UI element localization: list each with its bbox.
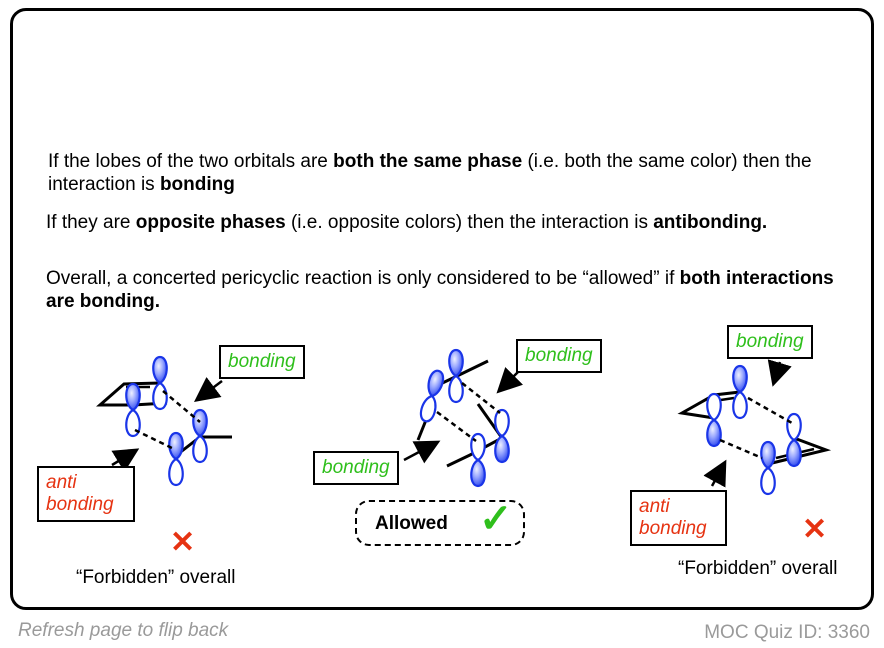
orbital-lobe-filled: [168, 431, 184, 461]
orbital-lobe-filled: [706, 418, 722, 448]
antibonding-interaction-line: [134, 428, 175, 451]
allowed-verdict: Allowed ✓: [355, 497, 525, 546]
bonding-interaction-line: [747, 396, 793, 425]
orbital-lobe-filled: [192, 408, 208, 438]
refresh-hint[interactable]: Refresh page to flip back: [18, 620, 229, 641]
arrow: [767, 359, 792, 387]
orbital-lobe-empty: [786, 412, 802, 442]
explanation-opposite-phase: If they are opposite phases (i.e. opposi…: [46, 212, 768, 233]
bonding-interaction-line: [436, 410, 477, 443]
right-diene-skeleton: [677, 390, 741, 420]
orbital-lobe-empty: [494, 408, 510, 438]
right-orbital-diagram: [677, 359, 832, 496]
antibonding-interaction-line: [719, 438, 763, 460]
cross-icon: ✕: [170, 526, 196, 559]
arrow: [403, 440, 441, 464]
checkmark-icon: ✓: [479, 497, 513, 541]
left-verdict: “Forbidden” overall: [76, 567, 236, 588]
bonding-interaction-line: [461, 382, 501, 414]
explanation-same-phase: If the lobes of the two orbitals are bot…: [48, 151, 812, 195]
arrow: [703, 459, 727, 488]
orbital-lobe-empty: [448, 374, 464, 404]
quiz-id: MOC Quiz ID: 3360: [704, 622, 870, 643]
arrow: [194, 377, 223, 402]
orbital-lobe-filled: [732, 364, 748, 394]
arrow: [111, 448, 140, 473]
right-antibonding-label: anti bonding: [630, 490, 727, 546]
allowed-text: Allowed: [375, 513, 448, 534]
right-verdict: “Forbidden” overall: [678, 558, 838, 579]
orbital-lobe-filled: [424, 368, 447, 399]
left-antibonding-label: anti bonding: [37, 466, 135, 522]
orbital-lobe-empty: [760, 466, 776, 496]
orbital-lobe-filled: [125, 382, 141, 412]
orbital-lobe-empty: [470, 432, 486, 462]
orbital-lobe-empty: [417, 393, 440, 424]
orbital-lobe-empty: [732, 390, 748, 420]
orbital-lobe-filled: [470, 458, 486, 488]
left-orbital-diagram: [96, 355, 232, 487]
orbital-lobe-empty: [192, 434, 208, 464]
orbital-lobe-empty: [706, 392, 722, 422]
orbital-lobe-filled: [494, 434, 510, 464]
right-bonding-label: bonding: [727, 325, 813, 359]
bonding-interaction-line: [162, 390, 201, 423]
orbital-lobe-empty: [152, 381, 168, 411]
middle-orbital-diagram: [403, 348, 523, 488]
left-bonding-label: bonding: [219, 345, 305, 379]
middle-bonding-label-bottom: bonding: [313, 451, 399, 485]
cross-icon: ✕: [802, 513, 828, 546]
orbital-lobe-filled: [152, 355, 168, 385]
explanation-allowed-rule: Overall, a concerted pericyclic reaction…: [46, 268, 834, 312]
middle-alkene-skeleton: [446, 403, 505, 468]
orbital-lobe-filled: [760, 440, 776, 470]
orbital-lobe-empty: [168, 457, 184, 487]
quiz-card: [10, 8, 874, 610]
orbital-lobe-filled: [448, 348, 464, 378]
arrow: [496, 367, 523, 394]
orbital-lobe-filled: [786, 438, 802, 468]
middle-bonding-label-top: bonding: [516, 339, 602, 373]
